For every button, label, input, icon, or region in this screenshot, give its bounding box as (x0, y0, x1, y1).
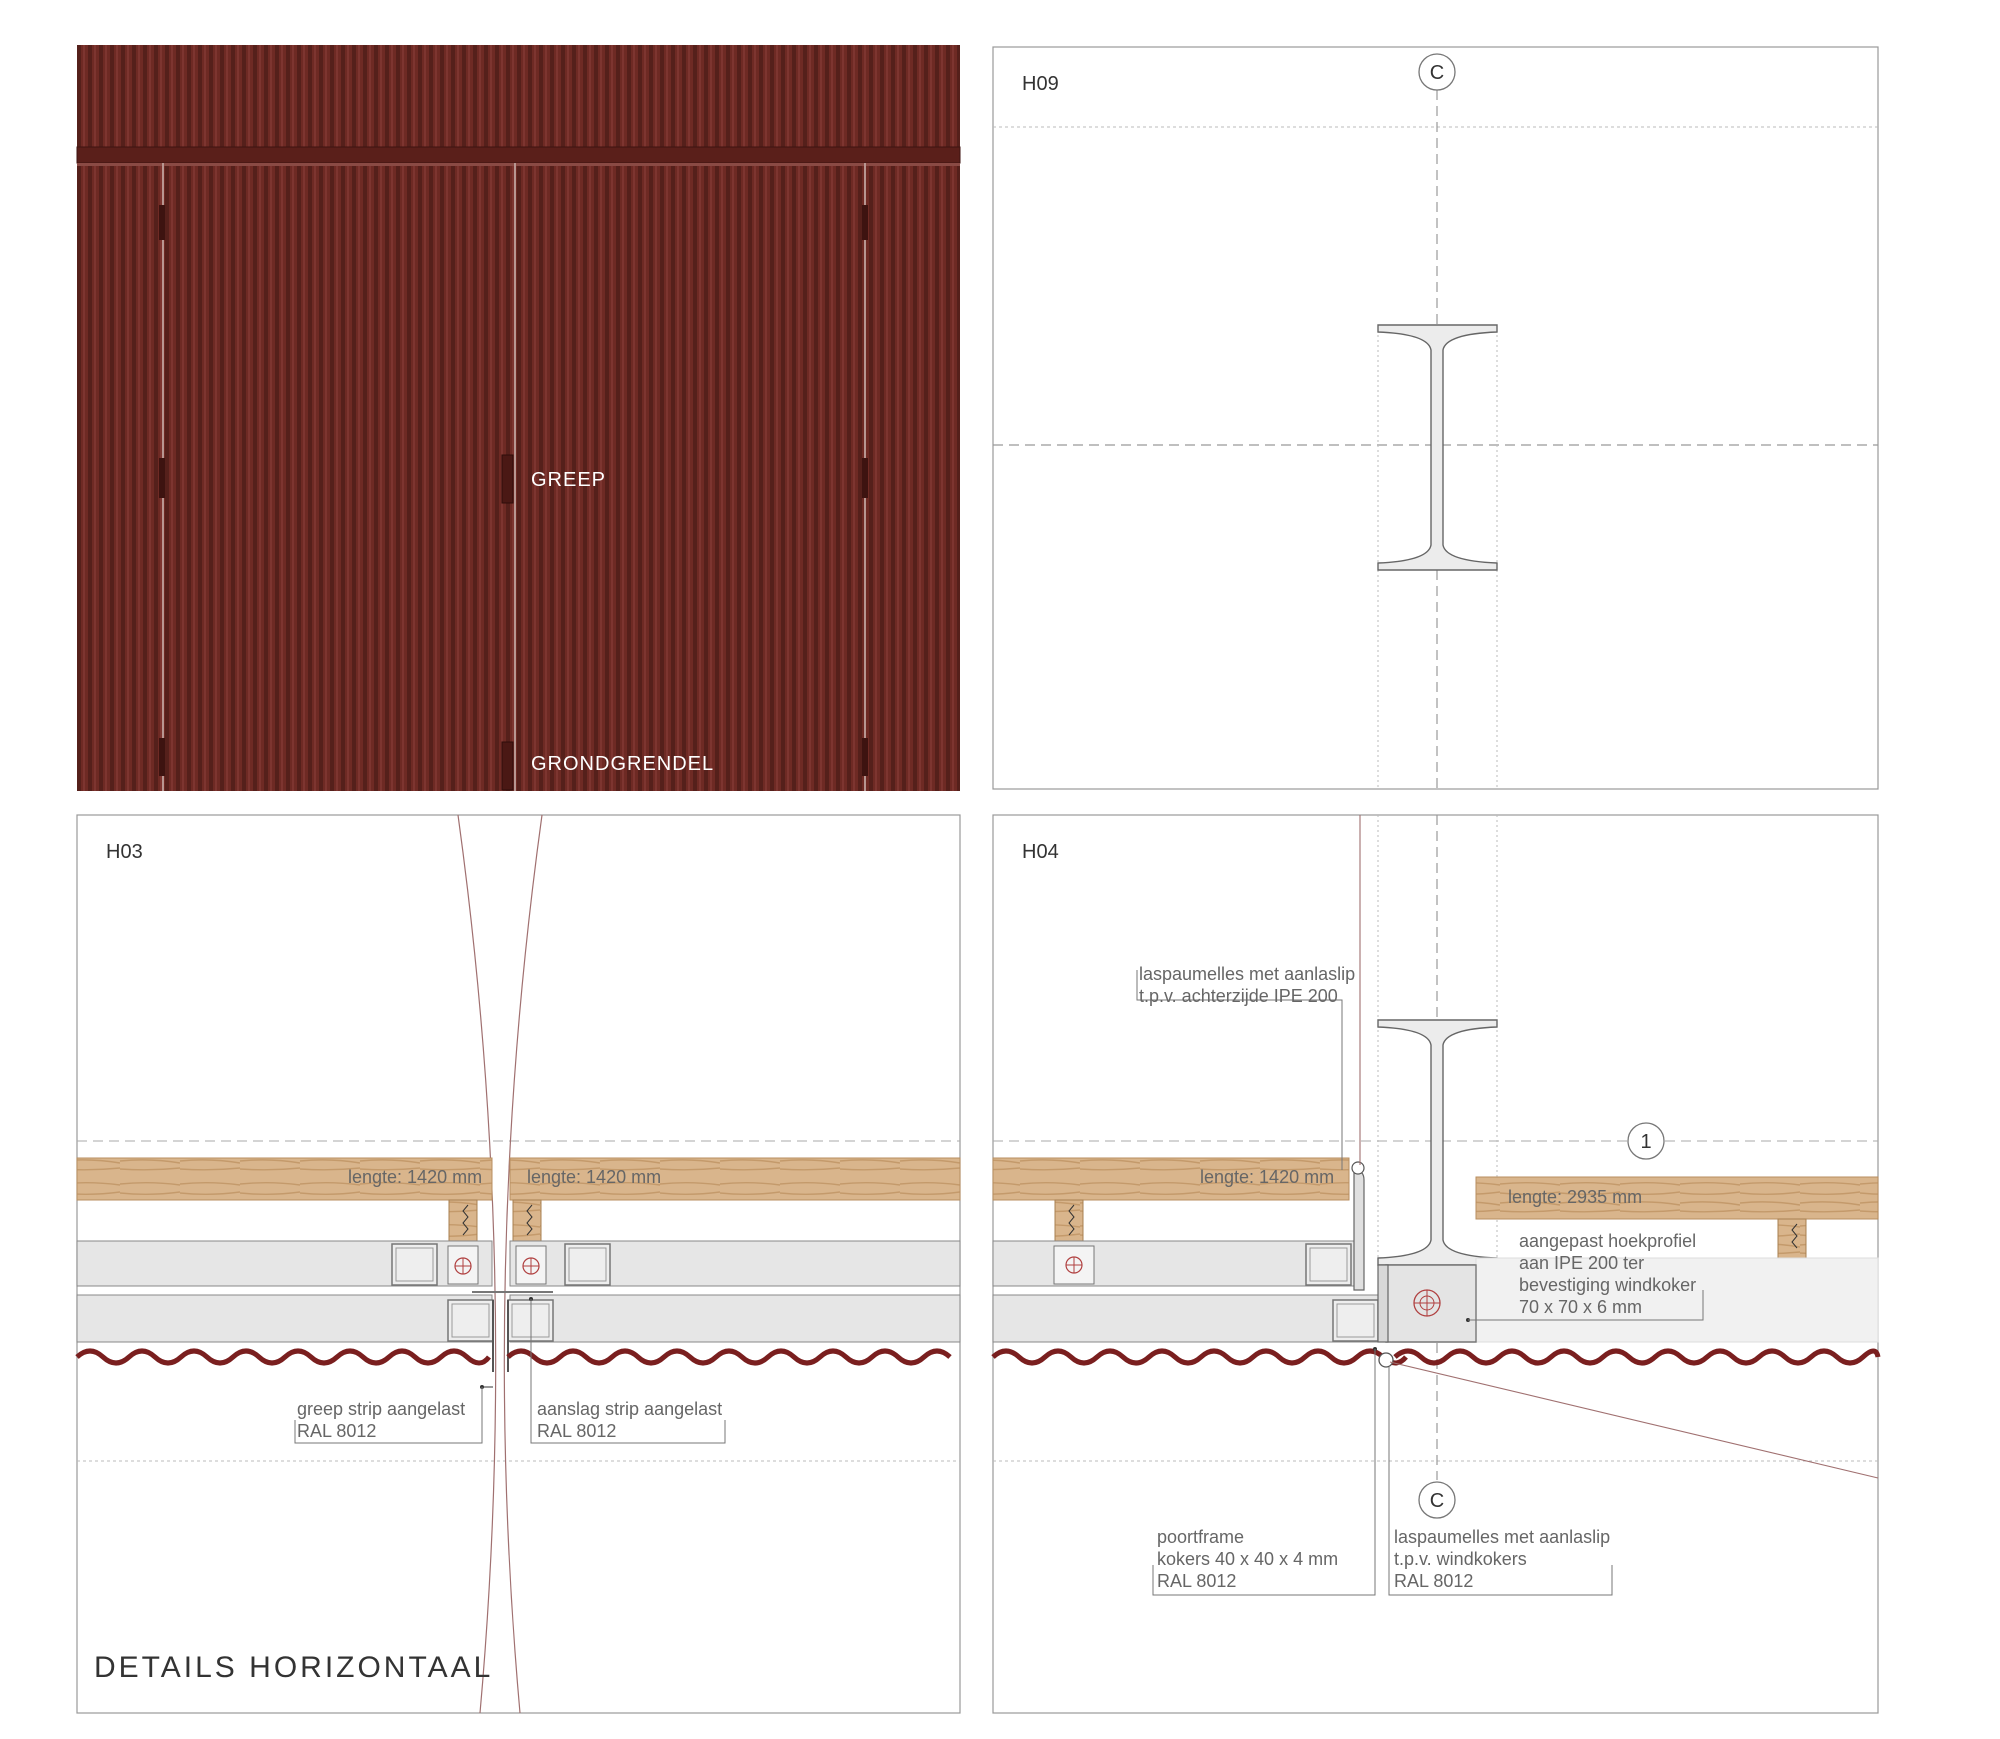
hinge (159, 205, 165, 240)
axis-marker-c (1418, 1481, 1456, 1519)
label-greep: GREEP (531, 469, 606, 491)
svg-text:C: C (1430, 62, 1444, 84)
note-hoekprofiel: aangepast hoekprofiel aan IPE 200 ter be… (1519, 1231, 1701, 1317)
ipe-200-profile (1377, 324, 1498, 571)
handle-greep (501, 454, 514, 504)
note-laspaumelles-achterzijde: laspaumelles met aanlaslip t.p.v. achter… (1139, 964, 1360, 1006)
sheet-title: DETAILS HORIZONTAAL (94, 1651, 493, 1684)
timber-beam-left (76, 1157, 493, 1201)
note-greep-strip: greep strip aangelast RAL 8012 (297, 1399, 470, 1441)
timber-beam-left (992, 1157, 1350, 1201)
corrugated-sheet-left (991, 1348, 1408, 1366)
cladding-elevation (77, 45, 960, 791)
door-swing-arc (503, 814, 543, 1714)
timber-beam-right (509, 1157, 961, 1201)
door-swing-arc (457, 814, 497, 1714)
hinge (159, 458, 165, 498)
svg-text:C: C (1430, 1490, 1444, 1512)
beam-length-left: lengte: 1420 mm (348, 1167, 482, 1187)
timber-beam-right (1475, 1176, 1879, 1220)
ground-bolt (501, 741, 514, 791)
lintel-beam (76, 146, 961, 164)
door-swing-line (1389, 1361, 1879, 1479)
elevation-panel: GREEP GRONDGRENDEL (76, 45, 961, 791)
axis-marker-c (1418, 53, 1456, 91)
panel-h04: H04 1 C lengte: 1420 mm lengte: 2935 mm (991, 814, 1881, 1714)
panel-code: H03 (106, 841, 143, 863)
beam-length-right: lengte: 1420 mm (527, 1167, 661, 1187)
note-laspaumelles-windkokers: laspaumelles met aanlaslip t.p.v. windko… (1394, 1527, 1615, 1591)
beam-length-left: lengte: 1420 mm (1200, 1167, 1334, 1187)
panel-code: H04 (1022, 841, 1059, 863)
steel-profile-lower-right (509, 1294, 961, 1343)
hinge (862, 738, 868, 776)
corrugated-sheet-right (1393, 1348, 1881, 1366)
steel-profile-lower-left (76, 1294, 493, 1343)
axis-marker-1 (1627, 1122, 1665, 1160)
hinge-icon (1378, 1352, 1394, 1368)
beam-length-right: lengte: 2935 mm (1508, 1187, 1642, 1207)
laspaumelle-plate (1353, 1169, 1365, 1291)
panel-code: H09 (1022, 73, 1059, 95)
svg-text:1: 1 (1640, 1131, 1651, 1153)
note-poortframe: poortframe kokers 40 x 40 x 4 mm RAL 801… (1157, 1527, 1343, 1591)
panel-h09: H09 C (992, 46, 1879, 790)
hinge (159, 738, 165, 776)
corrugated-sheet-left (75, 1348, 491, 1366)
hinge (862, 458, 868, 498)
windkoker-band (1475, 1257, 1879, 1343)
corrugated-sheet-right (506, 1348, 952, 1366)
label-grondgrendel: GRONDGRENDEL (531, 753, 714, 775)
steel-profile-upper (992, 1240, 1355, 1287)
note-aanslag-strip: aanslag strip aangelast RAL 8012 (537, 1399, 727, 1441)
steel-profile-lower (992, 1294, 1380, 1343)
panel-h03: H03 lengte: 1420 mm lengte: 1420 mm (75, 814, 961, 1714)
hinge (862, 205, 868, 240)
